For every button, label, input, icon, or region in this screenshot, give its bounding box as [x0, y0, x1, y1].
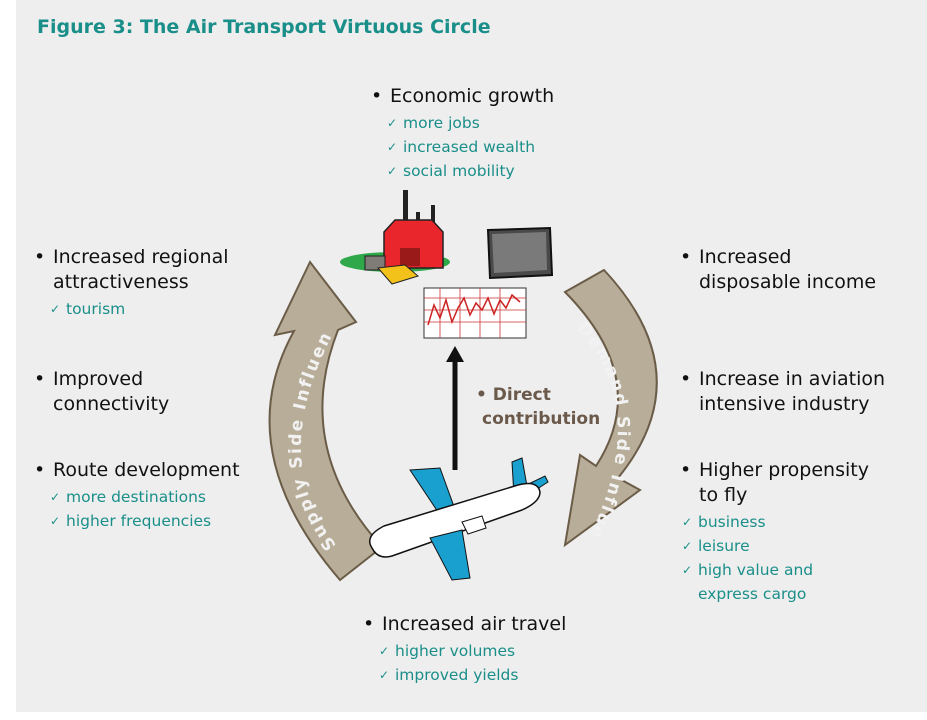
supply-side-arrow [268, 260, 384, 582]
list-item: tourism [48, 297, 229, 321]
list-item: increased wealth [385, 135, 554, 159]
list-item: improved yields [377, 663, 566, 687]
direct-contribution-label: • Direct contribution [476, 385, 601, 429]
airplane-icon [369, 457, 549, 581]
route-development-block: •Route development more destinations hig… [34, 458, 240, 533]
direct-contribution-arrow [446, 346, 464, 470]
aviation-industry-block: •Increase in aviation intensive industry [680, 368, 886, 415]
list-item: higher volumes [377, 639, 566, 663]
list-item: high value and [680, 558, 869, 582]
factory-icon [340, 190, 450, 285]
demand-side-arrow [563, 268, 658, 548]
monitor-icon [486, 226, 554, 280]
list-item: higher frequencies [48, 509, 240, 533]
list-item: business [680, 510, 869, 534]
list-item: express cargo [698, 585, 807, 603]
list-item: more jobs [385, 111, 554, 135]
propensity-to-fly-block: •Higher propensity to fly business leisu… [680, 458, 869, 606]
chart-icon [423, 287, 527, 339]
disposable-income-block: •Increased disposable income [680, 246, 877, 293]
list-item: social mobility [385, 159, 554, 183]
air-travel-block: •Increased air travel higher volumes imp… [363, 612, 566, 687]
economic-growth-heading: •Economic growth [371, 85, 555, 107]
connectivity-block: •Improved connectivity [34, 368, 170, 415]
regional-attractiveness-block: •Increased regional attractiveness touri… [34, 245, 229, 321]
list-item: leisure [680, 534, 869, 558]
figure-title: Figure 3: The Air Transport Virtuous Cir… [37, 16, 491, 38]
list-item: more destinations [48, 485, 240, 509]
economic-growth-block: •Economic growth more jobs increased wea… [371, 84, 554, 183]
